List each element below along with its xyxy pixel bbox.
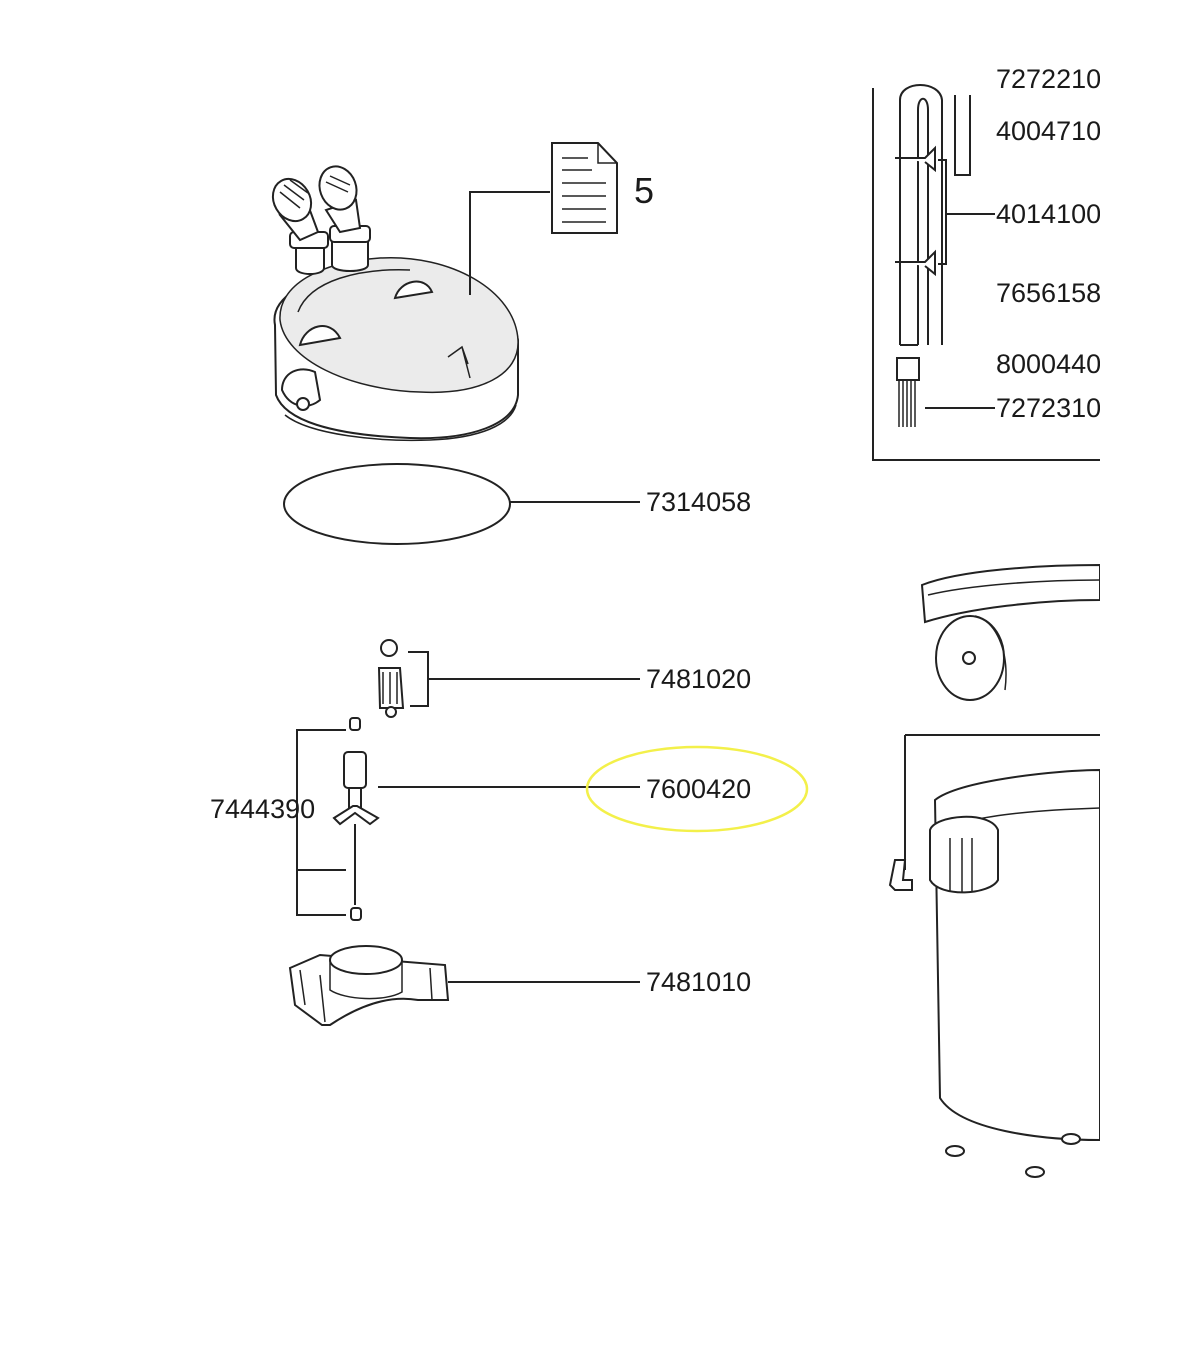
- pump-head-drawing: [271, 165, 550, 442]
- impeller-assembly: [296, 717, 640, 921]
- side-label-1: 7272210: [996, 64, 1101, 94]
- gasket-ring: [283, 463, 640, 545]
- document-icon: [551, 142, 618, 234]
- side-label-5: 8000440: [996, 349, 1101, 379]
- document-number: 5: [634, 170, 654, 211]
- pump-housing: [288, 945, 640, 1026]
- highlight-ellipse: [585, 745, 809, 833]
- label-impeller: 7600420: [646, 774, 751, 804]
- bearing-set: [377, 639, 640, 718]
- side-label-4: 7656158: [996, 278, 1101, 308]
- label-gasket: 7314058: [646, 487, 751, 517]
- label-impeller-assembly: 7444390: [210, 794, 315, 824]
- side-label-6: 7272310: [996, 393, 1101, 423]
- side-label-3: 4014100: [996, 199, 1101, 229]
- label-bearing-set: 7481020: [646, 664, 751, 694]
- label-pump-housing: 7481010: [646, 967, 751, 997]
- side-panel: 7272210 4004710 4014100 7656158 8000440 …: [872, 64, 1101, 1178]
- side-label-2: 4004710: [996, 116, 1101, 146]
